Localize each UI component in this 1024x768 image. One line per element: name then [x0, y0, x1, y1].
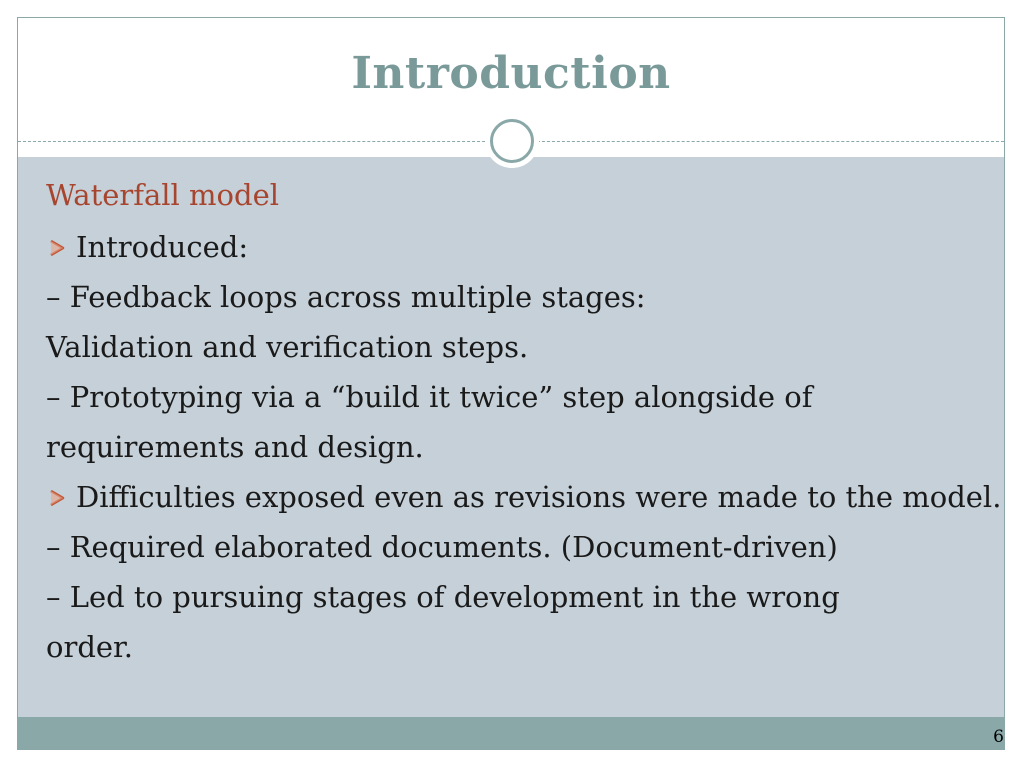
bullet-text: Difficulties exposed even as revisions w… — [76, 480, 1002, 514]
body-line: – Feedback loops across multiple stages: — [46, 280, 646, 314]
slide-title: Introduction — [351, 48, 671, 99]
page-number: 6 — [993, 727, 1004, 747]
bullet-item: Difficulties exposed even as revisions w… — [46, 480, 1004, 514]
footer-bar — [18, 717, 1004, 749]
slide-body: Waterfall model Introduced: – Feedback l… — [46, 178, 1004, 680]
body-line: Validation and verification steps. — [46, 330, 529, 364]
divider-circle-icon — [490, 119, 534, 163]
bullet-text: Introduced: — [76, 230, 249, 264]
body-line: order. — [46, 630, 133, 664]
bullet-item: Introduced: — [46, 230, 1004, 264]
body-line: – Required elaborated documents. (Docume… — [46, 530, 838, 564]
content-panel — [18, 157, 1004, 717]
body-line: – Led to pursuing stages of development … — [46, 580, 840, 614]
body-line: requirements and design. — [46, 430, 424, 464]
subheading: Waterfall model — [46, 178, 280, 212]
slide: Introduction Waterfall model Introduced:… — [17, 17, 1005, 750]
body-line: – Prototyping via a “build it twice” ste… — [46, 380, 813, 414]
